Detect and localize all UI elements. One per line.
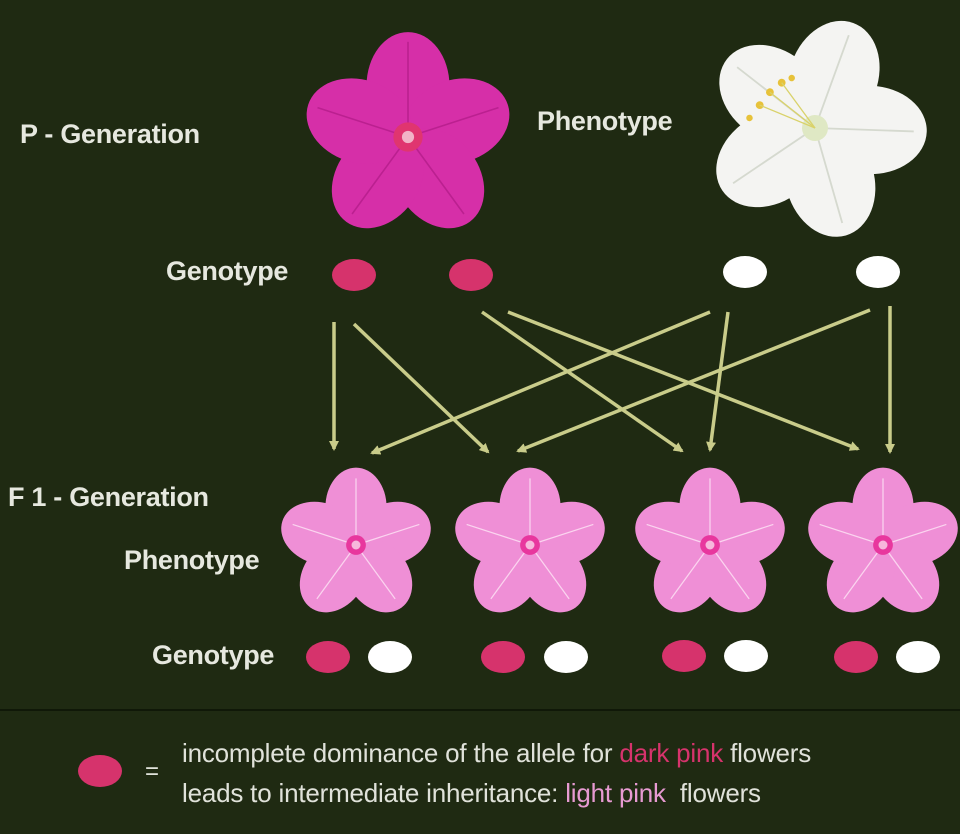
f1-flower-3 [626,467,794,626]
f1-allele-dark-pink-2 [481,641,525,673]
legend-line-1: incomplete dominance of the allele for d… [182,738,811,769]
legend-line-2: leads to intermediate inheritance: light… [182,778,761,809]
arrow [507,310,860,451]
f1-flower-2 [446,467,614,626]
arrow [481,310,684,453]
legend-allele-dark-pink [78,755,122,787]
p-allele-white-1 [723,256,767,288]
p-genotype-label: Genotype [166,256,289,286]
f1-flower-4 [799,467,960,626]
p-phenotype-label: Phenotype [537,106,673,136]
legend-divider [0,709,960,711]
f1-generation-label: F 1 - Generation [8,482,209,512]
p-allele-dark-pink-1 [332,259,376,291]
legend-line-1-prefix: incomplete dominance of the allele for [182,738,620,768]
arrow [516,308,871,453]
f1-allele-dark-pink-1 [306,641,350,673]
p-allele-white-2 [856,256,900,288]
f1-genotype-label: Genotype [152,640,275,670]
p-generation-label: P - Generation [20,119,200,149]
legend-light-pink-text: light pink [565,778,666,808]
f1-allele-white-4 [896,641,940,673]
f1-allele-white-2 [544,641,588,673]
arrow [706,311,730,452]
f1-allele-white-1 [368,641,412,673]
f1-phenotype-label: Phenotype [124,545,260,575]
f1-allele-white-3 [724,640,768,672]
legend-line-1-suffix: flowers [723,738,812,768]
p-allele-dark-pink-2 [449,259,493,291]
arrow [370,310,711,455]
f1-flower-1 [272,467,440,626]
legend-equals: = [145,758,160,785]
inheritance-arrows [329,306,895,455]
f1-allele-dark-pink-4 [834,641,878,673]
dark-pink-parent-flower [295,32,521,247]
legend-line-2-prefix: leads to intermediate inheritance: [182,778,566,808]
arrow [352,322,490,454]
white-parent-flower [662,0,960,279]
legend-line-2-suffix: flowers [665,778,761,808]
f1-allele-dark-pink-3 [662,640,706,672]
legend-dark-pink-text: dark pink [619,738,724,768]
